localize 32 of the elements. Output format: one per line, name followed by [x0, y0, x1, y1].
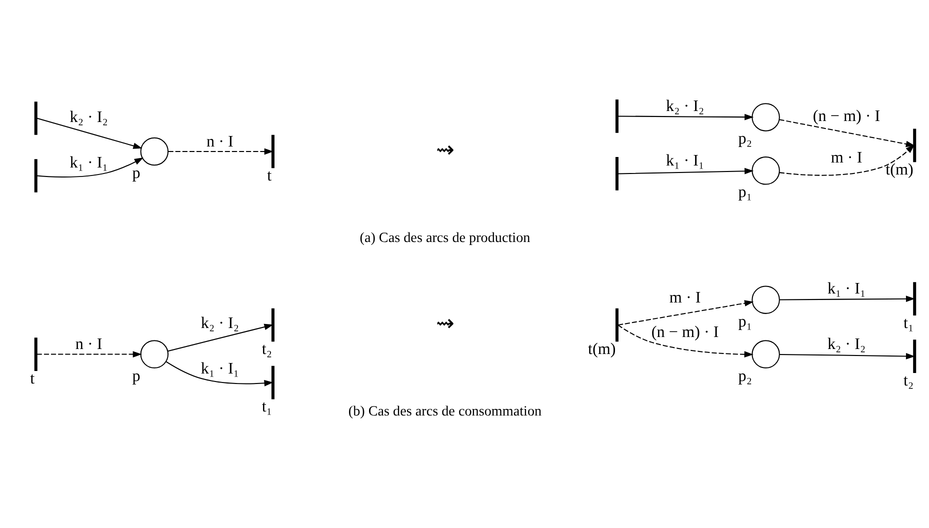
- node-label: t₂: [262, 341, 272, 358]
- label: (b) Cas des arcs de consommation: [348, 404, 542, 420]
- edge-label: k₁ · I₁: [70, 154, 108, 172]
- edge-label: k₁ · I₁: [666, 152, 704, 170]
- node-label: t₁: [904, 314, 914, 332]
- edge-label: k₁ · I₁: [827, 280, 866, 298]
- node-label: t₁: [262, 398, 272, 416]
- edge-label: n · I: [75, 336, 102, 354]
- node-label: p: [132, 368, 140, 385]
- edge-label: k₂ · I₂: [70, 109, 108, 126]
- node-label: p₁: [738, 184, 752, 202]
- node-label: t₂: [904, 372, 914, 390]
- edge-label: (n − m) · I: [812, 108, 880, 126]
- node-label: t: [267, 168, 272, 185]
- label: ⇝: [436, 310, 454, 336]
- edge-label: (n − m) · I: [651, 324, 719, 341]
- node-label: t: [30, 370, 35, 388]
- node-label: p₂: [738, 368, 752, 385]
- label: (a) Cas des arcs de production: [360, 230, 530, 246]
- node-label: t(m): [588, 341, 616, 358]
- edge-label: k₂ · I₂: [200, 314, 240, 332]
- node-label: p₁: [738, 313, 752, 330]
- node-label: t(m): [886, 162, 914, 179]
- node-label: p₂: [738, 130, 752, 148]
- node-label: p: [132, 165, 140, 182]
- edge-label: m · I: [669, 290, 701, 307]
- label: ⇝: [436, 137, 454, 162]
- edge-label: k₁ · I₁: [200, 360, 240, 378]
- edge-label: k₂ · I₂: [827, 336, 866, 354]
- edge-label: m · I: [830, 149, 862, 166]
- edge-label: n · I: [206, 133, 234, 150]
- edge-label: k₂ · I₂: [666, 98, 704, 115]
